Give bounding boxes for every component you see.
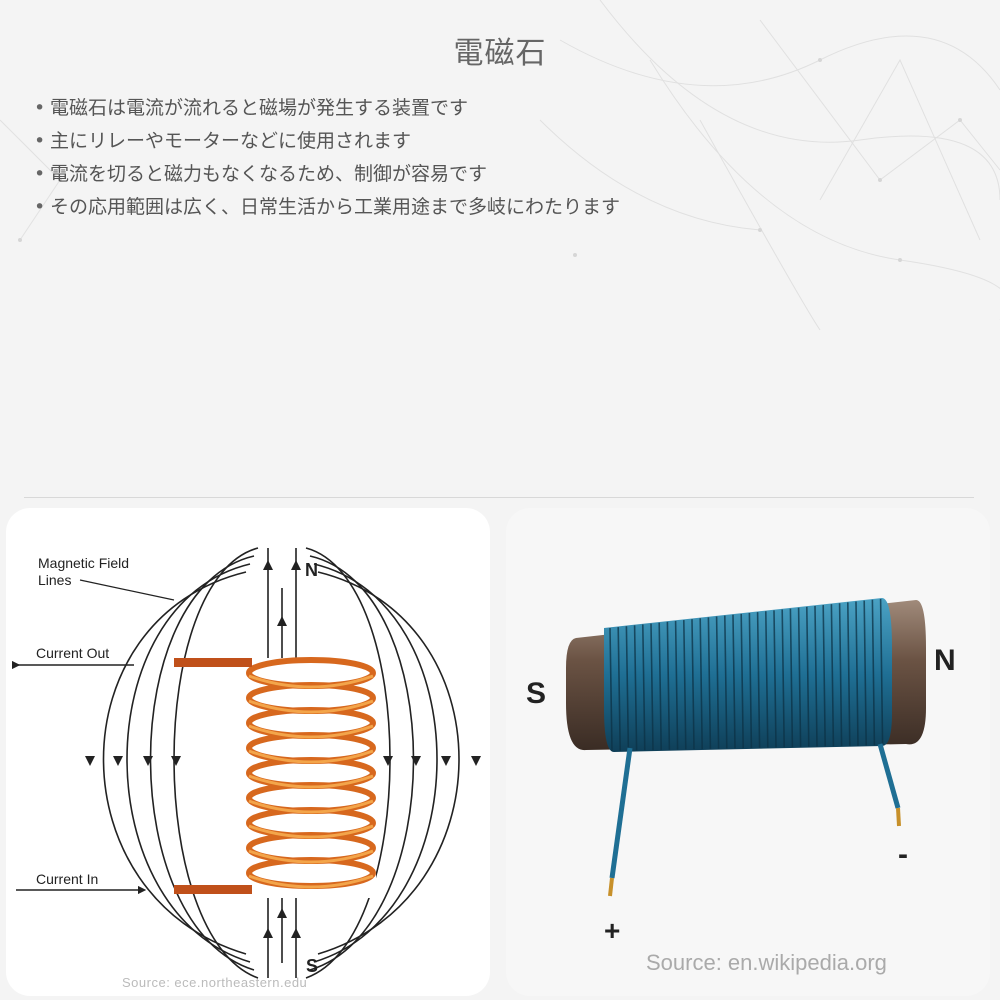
bullet-item: •電磁石は電流が流れると磁場が発生する装置です (34, 92, 620, 125)
bullet-dot: • (34, 163, 46, 185)
bullet-text: 主にリレーやモーターなどに使用されます (50, 130, 412, 152)
winding-turn (633, 625, 638, 751)
right-image-source: Source: en.wikipedia.org (646, 950, 887, 975)
winding-turn (609, 627, 613, 752)
winding-turn (789, 608, 794, 748)
winding-turn (781, 609, 785, 748)
bullet-text: その応用範囲は広く、日常生活から工業用途まで多岐にわたります (50, 196, 621, 218)
winding-turn (625, 626, 630, 751)
winding-turn (740, 613, 744, 749)
winding-turn (855, 601, 859, 746)
winding-turn (806, 606, 810, 747)
solenoid-3d-image: S N + - (506, 508, 990, 996)
bullet-text: 電磁石は電流が流れると磁場が発生する装置です (50, 97, 469, 119)
bullet-item: •主にリレーやモーターなどに使用されます (34, 125, 620, 158)
bullet-text: 電流を切ると磁力もなくなるため、制御が容易です (50, 163, 488, 185)
blue-winding (604, 598, 892, 752)
winding-turn (724, 615, 728, 749)
section-divider (24, 497, 974, 498)
winding-turn (642, 624, 646, 751)
pole-n-label-3d: N (934, 644, 956, 677)
pole-s-label: S (306, 956, 318, 976)
winding-turn (765, 611, 769, 748)
label-magnetic-field-line1: Magnetic Field (38, 555, 129, 571)
winding-turn (879, 598, 884, 746)
bullet-list: •電磁石は電流が流れると磁場が発生する装置です •主にリレーやモーターなどに使用… (34, 92, 620, 224)
lead-wires (608, 743, 901, 897)
winding-turn (666, 621, 671, 750)
label-current-in: Current In (36, 871, 98, 887)
winding-turn (683, 620, 687, 750)
winding-turn (650, 623, 654, 751)
label-current-out: Current Out (36, 645, 109, 661)
winding-turn (699, 618, 703, 750)
bullet-dot: • (34, 130, 46, 152)
winding-turn (658, 622, 662, 750)
winding-turn (715, 616, 720, 749)
label-magnetic-field-line2: Lines (38, 572, 71, 588)
winding-turn (830, 604, 835, 747)
winding-turn (814, 605, 818, 747)
winding-turn (863, 600, 867, 746)
winding-turn (773, 610, 777, 748)
winding-turn (822, 605, 826, 747)
pole-n-label: N (305, 560, 318, 580)
terminal-plus-label: + (604, 915, 620, 946)
bullet-dot: • (34, 97, 46, 119)
winding-turn (871, 599, 876, 746)
terminal-minus-label: - (898, 838, 908, 871)
winding-turn (691, 619, 695, 750)
pole-s-label-3d: S (526, 677, 546, 710)
background-network-pattern (0, 0, 1000, 331)
winding-turn (674, 620, 679, 750)
winding-turn (756, 612, 761, 748)
solenoid-diagram-image: Magnetic Field Lines Current Out Current… (6, 508, 490, 996)
left-image-source: Source: ece.northeastern.edu (122, 975, 308, 990)
bullet-item: •その応用範囲は広く、日常生活から工業用途まで多岐にわたります (34, 191, 620, 224)
page-title: 電磁石 (453, 36, 547, 71)
winding-turn (707, 617, 712, 749)
winding-turn (847, 602, 851, 746)
bullet-item: •電流を切ると磁力もなくなるため、制御が容易です (34, 158, 620, 191)
copper-coil (174, 657, 376, 898)
winding-turn (797, 607, 802, 747)
bullet-dot: • (34, 196, 46, 218)
winding-turn (617, 627, 621, 751)
winding-turn (748, 612, 753, 749)
winding-turn (732, 614, 736, 749)
winding-turn (838, 603, 843, 747)
